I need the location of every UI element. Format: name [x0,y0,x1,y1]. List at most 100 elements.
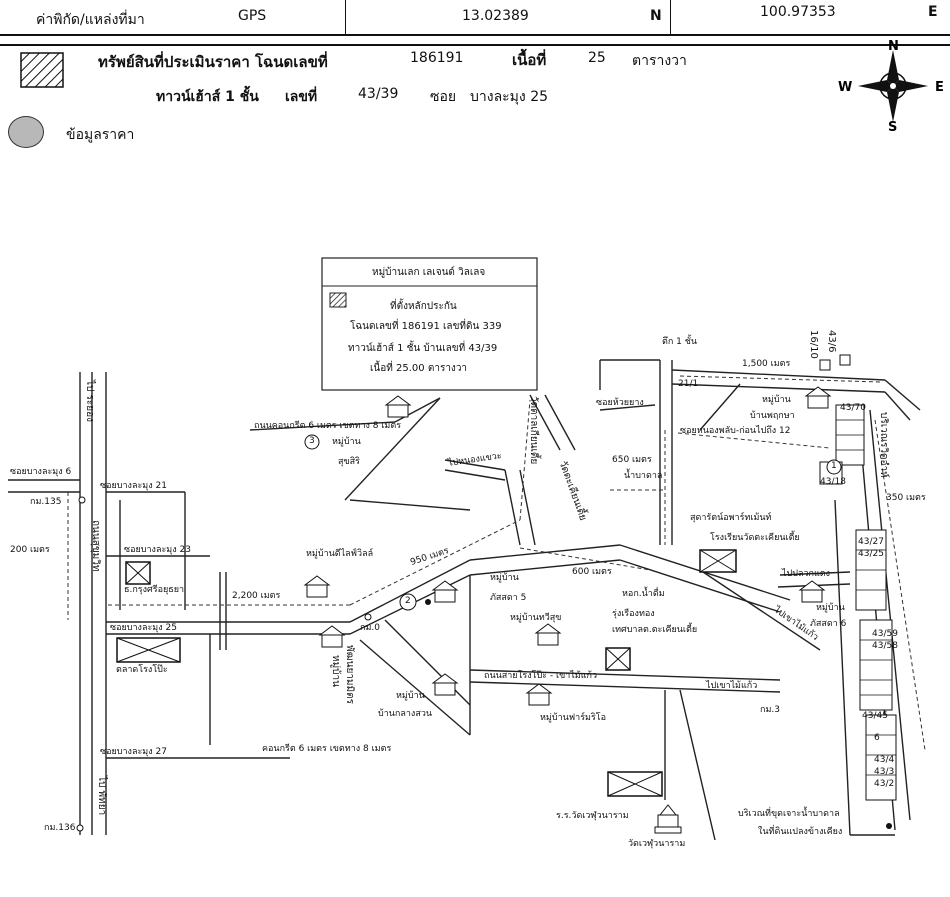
label-road-main: ถนนสายโรงโป๊ะ - เขาไม้แก้ว [484,671,598,681]
label-temple-school: ร.ร.วัดเวฬุวนาราม [556,811,629,821]
label-soi-kratom: ซอยห้วยยาง [596,398,644,408]
label-pattanyam-2: พัฒนยามมิตร [344,645,355,704]
infobox-frame [321,257,538,391]
label-farmrio: หมู่บ้านฟาร์มริโอ [540,713,607,723]
lot-1610-box [839,354,851,366]
road-east-long [869,409,911,821]
label-dorm: หอก.น้ำดื่ม [622,589,665,599]
label-concrete-top: ถนนคอนกรีต 6 เมตร เขตทาง 8 เมตร [254,421,402,431]
infobox-hatch-icon [329,292,347,308]
lat-dir: N [650,8,662,24]
label-chumchon: บริเวณรวิดอำห์ [878,412,889,478]
label-soi25: ซอยบางละมุง 25 [110,623,177,633]
label-lot4345: 43/45 [862,711,888,721]
area-unit: ตารางวา [632,53,687,69]
label-sukhsiri-1: หมู่บ้าน [332,437,361,447]
header-divider-2 [670,0,671,34]
infobox-line1: ที่ตั้งหลักประกัน [390,301,457,312]
subject-property-marker [425,599,431,605]
label-lot432: 43/2 [874,779,895,789]
label-km3: กม.3 [760,705,780,715]
main-road-west [349,559,471,623]
house-type: ทาวน์เฮ้าส์ 1 ชั้น [156,89,259,105]
compass-n: N [888,40,899,54]
label-klangsuan-2: บ้านกลางสวน [378,709,433,719]
number-marker-2 [399,593,417,611]
label-municipality: เทศบาลต.ตะเคียนเตี้ย [612,625,698,635]
house-no-label: เลขที่ [285,89,318,105]
well-marker-icon [886,823,892,829]
compass-w: W [838,80,852,95]
label-tuk1: ตึก 1 ชั้น [662,337,698,347]
label-num3: 3 [309,436,315,446]
area-value: 25 [588,50,606,66]
label-klangsuan-1: หมู่บ้าน [396,691,425,701]
road-northeast [671,369,886,381]
label-bank: ธ.กรุงศรีอยุธยา [124,585,185,595]
label-lot4359: 43/59 [872,629,898,639]
house-number: 43/39 [358,86,399,102]
header-rule [0,44,950,46]
header-divider-1 [345,0,346,34]
route-950m [349,519,521,606]
label-apartment: สุดารัตน์อพาร์ทเม้นท์ [690,513,772,523]
label-lot4358: 43/58 [872,641,898,651]
lot-436-box [819,359,831,371]
label-temple: วัดเวฬุวนาราม [628,839,686,849]
label-dist2200: 2,200 เมตร [232,591,281,601]
village-house-icon-farmrio [525,683,553,706]
label-lot4325: 43/25 [858,549,884,559]
label-soi21: ซอยบางละมุง 21 [100,481,167,491]
soi-value: บางละมุง 25 [470,89,549,105]
lon-value: 100.97353 [760,4,836,20]
label-dist1500: 1,500 เมตร [742,359,791,369]
label-school: โรงเรียนวัดตะเคียนเตี้ย [710,533,800,543]
label-phaksot6-2: ภัสสดา 6 [810,619,847,629]
village-house-icon-2 [431,580,459,603]
label-num1: 1 [831,461,837,471]
infobox-line3: ทาวน์เฮ้าส์ 1 ชั้น บ้านเลขที่ 43/39 [348,343,498,354]
lat-value: 13.02389 [462,8,529,24]
route-600m [519,547,651,571]
area-label: เนื้อที่ [512,51,547,69]
label-lot1610: 16/10 [808,330,819,359]
label-phruksa-2: บ้านพฤกษา [750,411,795,421]
infobox-line4: เนื้อที่ 25.00 ตารางวา [370,363,468,374]
km0-marker-icon [364,613,372,621]
label-to-pattaya: ไป พัทยา [96,776,107,816]
label-lot436: 43/6 [826,330,837,353]
label-rungruang: รุ่งเรืองทอง [612,609,655,619]
compass-e: E [935,80,944,95]
label-soi23: ซอยบางละมุง 23 [124,545,191,555]
km136-marker-icon [76,824,84,832]
label-lot434: 43/4 [874,755,895,765]
village-house-icon-pattanyam [318,625,346,648]
label-market: ตลาดโรงโป๊ะ [116,665,168,675]
property-title: ทรัพย์สินที่ประเมินราคา โฉนดเลขที่ [98,53,328,71]
label-well-2: ในที่ดินแปลงข้างเคียง [758,827,843,837]
label-to-pluakdaeng: ไปปลวกแดง [782,569,831,579]
label-pattanyam-1: หมู่บ้าน [330,655,341,687]
label-water: น้ำบาดาล [624,471,663,481]
label-km136: กม.136 [44,823,76,833]
compass-rose-icon: N S W E [838,40,944,132]
label-lot4321: 43/27 [858,537,884,547]
label-dilife: หมู่บ้านดีไลฟ์วิลล์ [306,549,374,559]
label-lot4370: 43/70 [840,403,866,413]
label-well-1: บริเวณที่ขุดเจาะน้ำบาดาล [738,809,840,819]
village-house-icon-dilife [303,575,331,598]
gps-label: GPS [238,8,267,24]
lon-dir: E [928,4,938,20]
soi-label: ซอย [430,89,457,105]
label-lot4318: 43/18 [820,477,846,487]
number-marker-3 [304,434,320,450]
label-dist650: 650 เมตร [612,455,652,465]
route-1500m [679,375,881,383]
village-house-icon-phaksot6 [798,580,826,603]
village-house-icon-thawisuk [534,623,562,646]
label-to-rayong: ไป ระยอง [84,380,95,423]
label-dist350: 350 เมตร [886,493,926,503]
label-phaksot5-1: หมู่บ้าน [490,573,519,583]
infobox-line2: โฉนดเลขที่ 186191 เลขที่ดิน 339 [350,321,502,332]
label-phaksot6-1: หมู่บ้าน [816,603,845,613]
